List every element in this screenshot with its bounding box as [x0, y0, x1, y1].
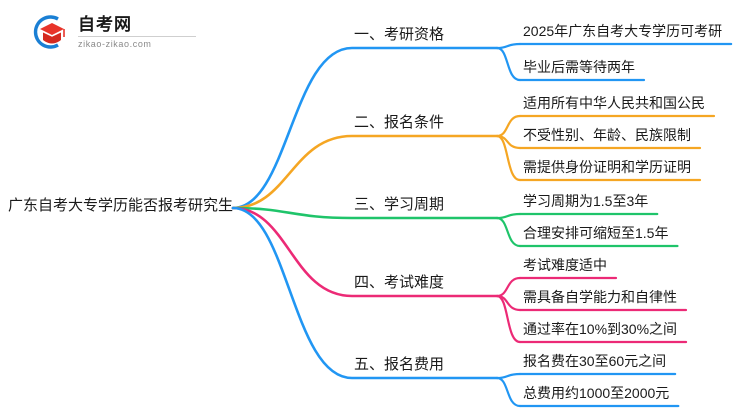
site-logo: 自考网 zikao-zikao.com — [28, 12, 196, 52]
branch-label-2[interactable]: 二、报名条件 — [354, 114, 445, 131]
child-node-label[interactable]: 学习周期为1.5至3年 — [523, 193, 649, 209]
branch-connector — [231, 134, 499, 210]
child-node-label[interactable]: 合理安排可缩短至1.5年 — [523, 225, 669, 241]
child-node-label[interactable]: 考试难度适中 — [523, 257, 607, 273]
child-connector — [495, 276, 522, 298]
graduation-cap-icon — [28, 12, 72, 52]
child-node-label[interactable]: 报名费在30至60元之间 — [523, 353, 667, 369]
child-connector — [495, 294, 522, 344]
child-node-label[interactable]: 2025年广东自考大专学历可考研 — [523, 23, 723, 39]
branch-connector — [231, 46, 499, 210]
central-topic: 广东自考大专学历能否报考研究生 — [8, 197, 234, 214]
logo-subtitle: zikao-zikao.com — [78, 38, 152, 49]
logo-divider — [78, 35, 196, 37]
child-connector — [495, 46, 522, 82]
branch-label-5[interactable]: 五、报名费用 — [354, 356, 445, 373]
child-node-label[interactable]: 适用所有中华人民共和国公民 — [523, 95, 705, 111]
branch-connector — [231, 206, 499, 298]
branch-label-4[interactable]: 四、考试难度 — [354, 274, 445, 291]
child-connector — [495, 42, 522, 50]
child-connector — [495, 376, 522, 408]
child-connector — [495, 212, 522, 220]
branch-label-3[interactable]: 三、学习周期 — [354, 196, 445, 213]
child-node-label[interactable]: 毕业后需等待两年 — [523, 59, 635, 75]
child-connector — [495, 372, 522, 380]
logo-title: 自考网 — [78, 14, 132, 34]
branch-connector — [231, 206, 499, 380]
child-connector — [495, 216, 522, 248]
child-node-label[interactable]: 不受性别、年龄、民族限制 — [523, 127, 691, 143]
child-connector — [495, 134, 522, 182]
branch-label-1[interactable]: 一、考研资格 — [354, 26, 445, 43]
logo-text-block: 自考网 zikao-zikao.com — [78, 15, 196, 50]
branch-connector — [231, 206, 499, 220]
child-node-label[interactable]: 需具备自学能力和自律性 — [523, 289, 677, 305]
child-connector — [495, 114, 522, 138]
child-node-label[interactable]: 通过率在10%到30%之间 — [523, 321, 678, 337]
child-node-label[interactable]: 总费用约1000至2000元 — [523, 385, 670, 401]
child-node-label[interactable]: 需提供身份证明和学历证明 — [523, 159, 691, 175]
